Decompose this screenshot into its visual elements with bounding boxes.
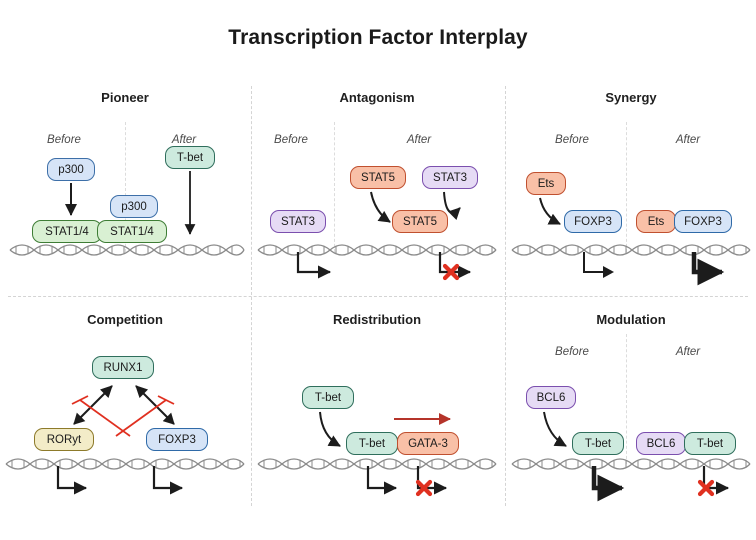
node-bcl6-bound[interactable]: BCL6 <box>636 432 686 455</box>
before-after-split <box>626 334 627 464</box>
dna-strand-synergy <box>511 244 751 256</box>
node-foxp3-after[interactable]: FOXP3 <box>674 210 732 233</box>
transcription-arrow-active <box>366 466 398 495</box>
before-label: Before <box>555 134 589 146</box>
transcription-arrow-active <box>591 466 625 502</box>
transcription-arrow-enhanced <box>691 252 725 286</box>
before-label: Before <box>555 346 589 358</box>
node-tbet-before[interactable]: T-bet <box>572 432 624 455</box>
node-foxp3[interactable]: FOXP3 <box>146 428 208 451</box>
transcription-arrow-foxp3 <box>152 466 184 495</box>
competition-overlay <box>5 385 245 495</box>
after-label: After <box>675 134 701 146</box>
arrow-foxp3-runx1 <box>135 385 175 425</box>
figure-title: Transcription Factor Interplay <box>228 26 528 49</box>
modulation-overlay <box>511 411 751 502</box>
dna-strand-antagonism <box>257 244 497 256</box>
panel-title-antagonism: Antagonism <box>339 90 415 105</box>
node-stat14-after[interactable]: STAT1/4 <box>97 220 167 243</box>
panel-title-redistribution: Redistribution <box>332 312 422 327</box>
grid-divider-vertical-1 <box>251 86 252 506</box>
panel-redistribution: Redistribution T-bet T-bet GATA-3 <box>254 304 500 529</box>
node-tbet-after[interactable]: T-bet <box>684 432 736 455</box>
panel-title-modulation: Modulation <box>596 312 666 327</box>
after-label: After <box>406 134 432 146</box>
node-bcl6-free[interactable]: BCL6 <box>526 386 576 409</box>
before-after-split <box>334 122 335 252</box>
panel-title-synergy: Synergy <box>605 90 657 105</box>
panel-competition: Competition RUNX1 RORyt FOXP3 <box>2 304 248 529</box>
before-after-split <box>626 122 627 252</box>
panel-grid: Pioneer Before After p300 STAT1/4 T-bet … <box>0 82 756 540</box>
before-label: Before <box>274 134 308 146</box>
node-foxp3-before[interactable]: FOXP3 <box>564 210 622 233</box>
panel-pioneer: Pioneer Before After p300 STAT1/4 T-bet … <box>2 82 248 307</box>
node-ets-free[interactable]: Ets <box>526 172 566 195</box>
grid-divider-horizontal <box>8 296 748 297</box>
node-tbet-after[interactable]: T-bet <box>165 146 215 169</box>
arrow-bcl6-recruitment <box>543 411 567 447</box>
grid-divider-vertical-2 <box>505 86 506 506</box>
transcription-arrow-roryt <box>56 466 88 495</box>
transcription-arrow-blocked <box>702 466 730 495</box>
arrow-roryt-runx1 <box>73 385 113 425</box>
block-x-icon <box>415 479 433 497</box>
node-stat3-displaced[interactable]: STAT3 <box>422 166 478 189</box>
after-label: After <box>675 346 701 358</box>
node-stat3-before[interactable]: STAT3 <box>270 210 326 233</box>
redistribution-overlay <box>257 411 497 497</box>
before-after-split <box>125 122 126 252</box>
node-stat14-before[interactable]: STAT1/4 <box>32 220 102 243</box>
arrow-stat5-binding <box>370 191 391 223</box>
arrow-stat3-eviction <box>443 191 461 221</box>
node-p300-before[interactable]: p300 <box>47 158 95 181</box>
node-runx1[interactable]: RUNX1 <box>92 356 154 379</box>
node-gata3[interactable]: GATA-3 <box>397 432 459 455</box>
block-x-icon <box>442 263 460 281</box>
node-tbet-bound[interactable]: T-bet <box>346 432 398 455</box>
transcription-arrow-active <box>296 252 332 279</box>
before-label: Before <box>47 134 81 146</box>
node-p300-after[interactable]: p300 <box>110 195 158 218</box>
antagonism-overlay <box>257 191 497 281</box>
node-stat5-bound[interactable]: STAT5 <box>392 210 448 233</box>
dna-strand-competition <box>5 458 245 470</box>
transcription-arrow-blocked <box>416 466 448 495</box>
node-stat5-free[interactable]: STAT5 <box>350 166 406 189</box>
arrow-tbet-binding <box>319 411 341 447</box>
node-tbet-free[interactable]: T-bet <box>302 386 354 409</box>
transcription-arrow-basal <box>583 252 614 278</box>
dna-strand-redistribution <box>257 458 497 470</box>
panel-antagonism: Antagonism Before After STAT3 STAT5 STAT… <box>254 82 500 307</box>
panel-modulation: Modulation Before After BCL6 T-bet BCL6 … <box>508 304 754 529</box>
panel-title-pioneer: Pioneer <box>101 90 149 105</box>
arrow-ets-recruitment <box>539 197 561 225</box>
node-ets-bound[interactable]: Ets <box>636 210 676 233</box>
transcription-arrow-blocked <box>438 252 472 279</box>
dna-strand-pioneer <box>9 244 245 256</box>
panel-synergy: Synergy Before After Ets FOXP3 Ets FOXP3 <box>508 82 754 307</box>
dna-strand-modulation <box>511 458 751 470</box>
after-label: After <box>171 134 197 146</box>
block-x-icon <box>697 479 715 497</box>
panel-title-competition: Competition <box>87 312 163 327</box>
node-roryt[interactable]: RORyt <box>34 428 94 451</box>
